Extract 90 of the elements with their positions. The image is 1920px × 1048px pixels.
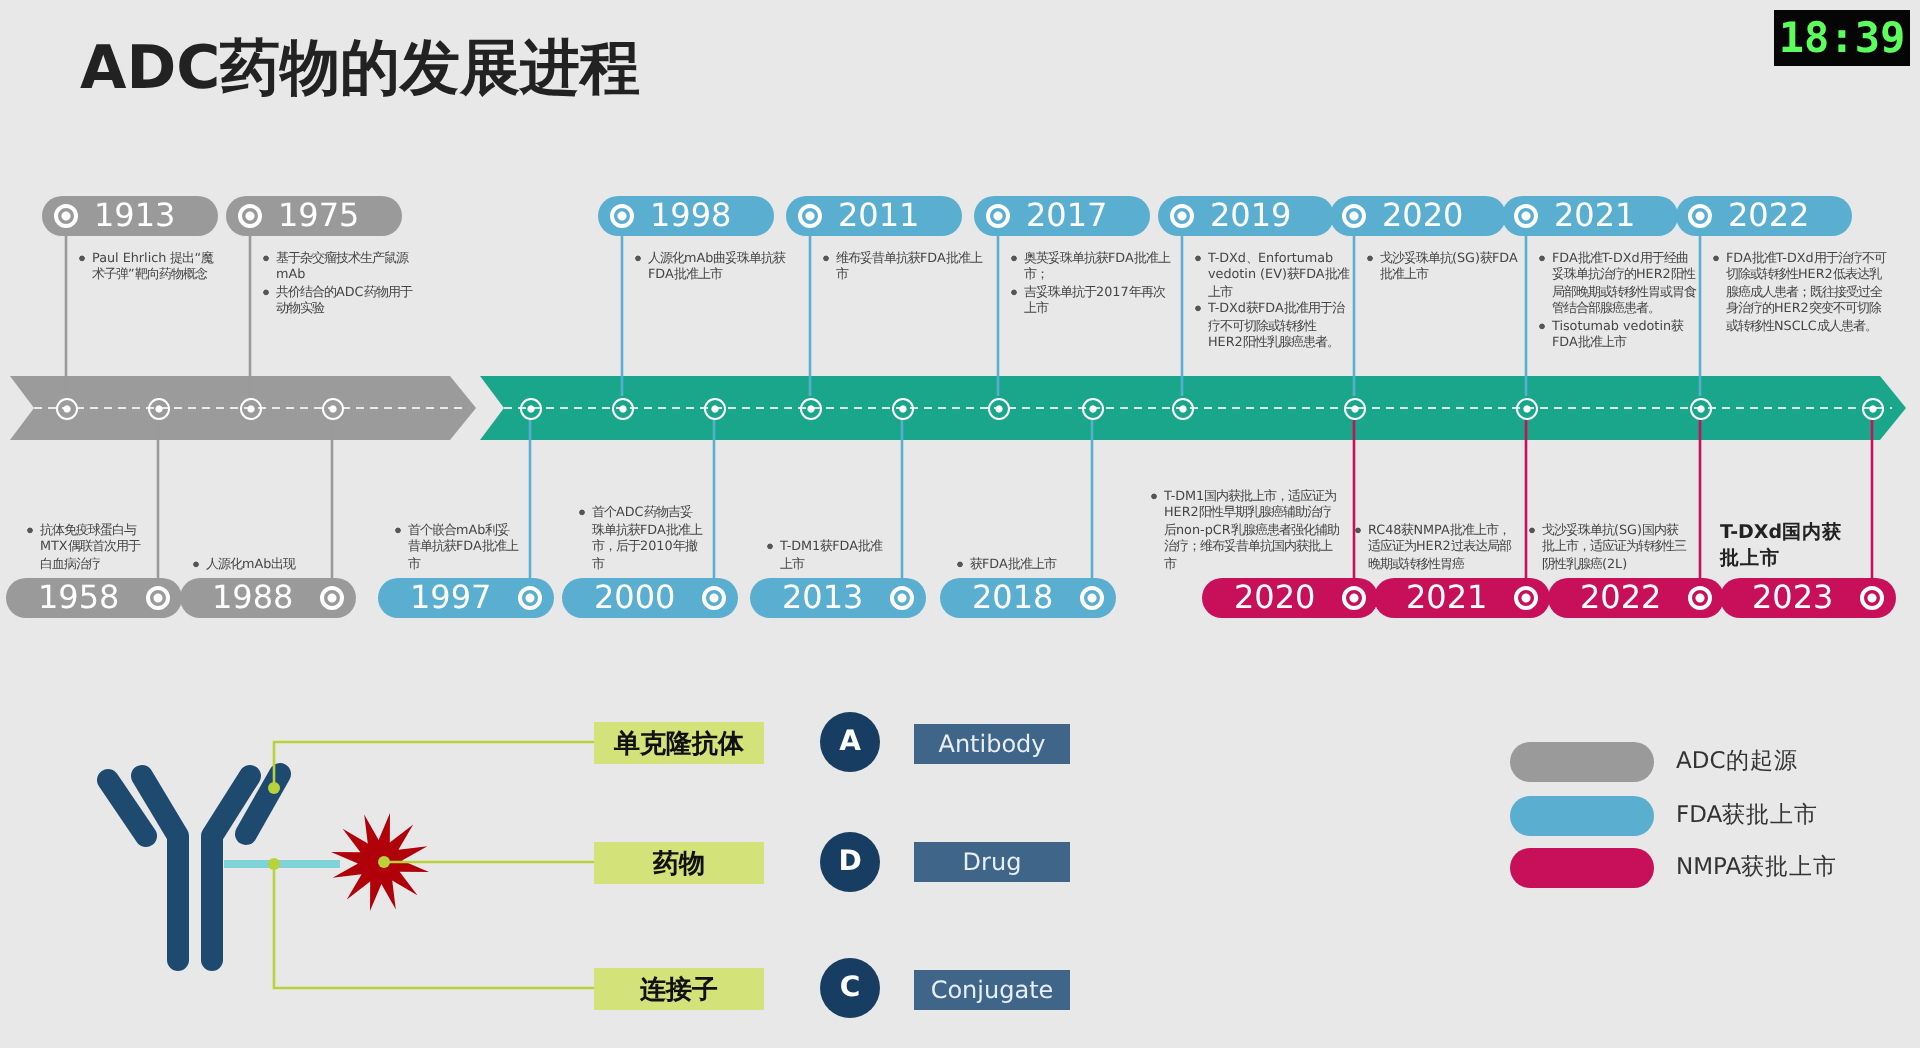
connector-line — [808, 236, 812, 396]
timeline-dot — [987, 397, 1009, 419]
leader-line — [268, 858, 594, 990]
title: ADC药物的发展进程 — [80, 32, 641, 108]
linker-bar — [224, 858, 340, 870]
leader-line — [268, 740, 594, 794]
year-pill — [786, 196, 962, 236]
year-pill — [42, 196, 218, 236]
year-label: 1988 — [212, 580, 294, 616]
timeline-dot — [321, 397, 343, 419]
year-pill — [1202, 578, 1378, 618]
timeline-dot — [519, 397, 541, 419]
year-label: 1913 — [94, 198, 176, 234]
timeline-dot — [611, 397, 633, 419]
connector-line — [1870, 420, 1874, 578]
year-pill — [1374, 578, 1550, 618]
year-pill — [1676, 196, 1852, 236]
timeline-dot — [891, 397, 913, 419]
year-pill — [6, 578, 182, 618]
year-pill — [598, 196, 774, 236]
year-label: 2013 — [782, 580, 864, 616]
year-pill — [1502, 196, 1678, 236]
timeline-dot — [1515, 397, 1537, 419]
timeline-dot — [1689, 397, 1711, 419]
connector-line — [1698, 420, 1702, 578]
year-pill — [1548, 578, 1724, 618]
connector-line — [1352, 236, 1356, 396]
connector-line — [996, 236, 1000, 396]
connector-line — [528, 420, 532, 578]
timeline-dot — [703, 397, 725, 419]
timeline-dot — [239, 397, 261, 419]
year-label: 1998 — [650, 198, 732, 234]
connector-line — [900, 420, 904, 578]
event-note: T-DXd国内获批上市 — [1720, 520, 1845, 572]
year-label: 2021 — [1406, 580, 1488, 616]
year-label: 2019 — [1210, 198, 1292, 234]
year-pill — [1720, 578, 1896, 618]
connector-line — [1698, 236, 1702, 396]
timeline-dot — [799, 397, 821, 419]
connector-line — [1524, 420, 1528, 578]
year-label: 2022 — [1580, 580, 1662, 616]
clock-display: 18:39 — [1774, 10, 1910, 66]
legend-label: FDA获批上市 — [1676, 799, 1819, 829]
year-label: 2018 — [972, 580, 1054, 616]
year-pill — [562, 578, 738, 618]
year-label: 2023 — [1752, 580, 1834, 616]
year-pill — [378, 578, 554, 618]
connector-line — [620, 236, 624, 396]
connector-line — [1524, 236, 1528, 396]
year-pill — [1330, 196, 1506, 236]
year-label: 2011 — [838, 198, 920, 234]
year-label: 1997 — [410, 580, 492, 616]
year-pill — [226, 196, 402, 236]
legend-label: NMPA获批上市 — [1676, 852, 1838, 882]
year-label: 1958 — [38, 580, 120, 616]
term-box: Drug — [914, 842, 1070, 882]
timeline-dot — [1171, 397, 1193, 419]
connector-line — [712, 420, 716, 578]
timeline-dot — [1081, 397, 1103, 419]
year-label: 2000 — [594, 580, 676, 616]
letter-circle: C — [820, 958, 880, 1018]
label-box: 连接子 — [594, 968, 764, 1010]
term-box: Conjugate — [914, 970, 1070, 1010]
year-label: 2021 — [1554, 198, 1636, 234]
legend-label: ADC的起源 — [1676, 746, 1798, 776]
year-label: 2020 — [1234, 580, 1316, 616]
antibody-drawing — [92, 762, 296, 974]
year-label: 2020 — [1382, 198, 1464, 234]
year-pill — [974, 196, 1150, 236]
term-box: Antibody — [914, 724, 1070, 764]
letter-circle: A — [820, 712, 880, 772]
year-label: 2022 — [1728, 198, 1810, 234]
timeline-dot — [55, 397, 77, 419]
label-box: 药物 — [594, 842, 764, 884]
timeline-dot — [1343, 397, 1365, 419]
letter-circle: D — [820, 832, 880, 892]
connector-line — [1352, 420, 1356, 578]
starburst-drawing — [328, 810, 432, 914]
label-box: 单克隆抗体 — [594, 722, 764, 764]
connector-line — [1180, 236, 1184, 396]
timeline-dot — [1861, 397, 1883, 419]
year-label: 2017 — [1026, 198, 1108, 234]
timeline-dot — [147, 397, 169, 419]
year-pill — [750, 578, 926, 618]
year-pill — [180, 578, 356, 618]
connector-line — [1090, 420, 1094, 578]
year-pill — [1158, 196, 1334, 236]
leader-line — [378, 856, 594, 868]
year-label: 1975 — [278, 198, 360, 234]
year-pill — [940, 578, 1116, 618]
